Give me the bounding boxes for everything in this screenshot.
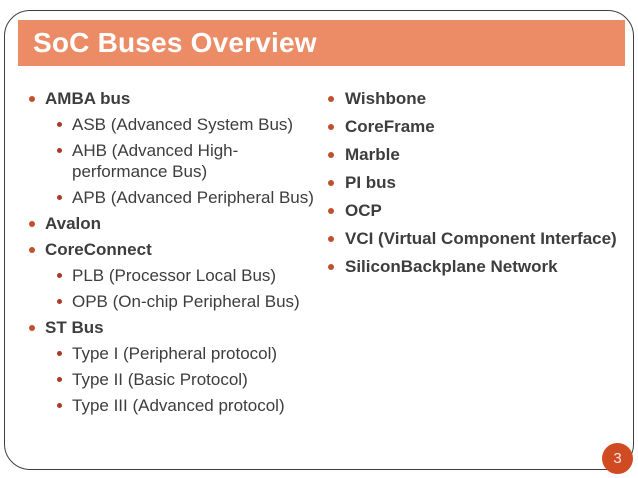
list-item-avalon: Avalon xyxy=(28,213,330,234)
bullet-icon xyxy=(57,299,62,304)
bullet-list-left: AMBA bus ASB (Advanced System Bus) AHB (… xyxy=(28,88,330,421)
item-label: CoreConnect xyxy=(45,240,152,259)
item-label: VCI (Virtual Component Interface) xyxy=(345,229,617,248)
item-label: ST Bus xyxy=(45,318,104,337)
list-item-ahb: AHB (Advanced High- performance Bus) xyxy=(55,140,330,182)
item-label: OPB (On-chip Peripheral Bus) xyxy=(72,292,300,311)
list-item-amba-bus: AMBA bus xyxy=(28,88,330,109)
item-label: Marble xyxy=(345,145,400,164)
bullet-icon xyxy=(57,148,62,153)
list-item-coreconnect: CoreConnect xyxy=(28,239,330,260)
list-item-marble: Marble xyxy=(325,144,635,165)
list-item-opb: OPB (On-chip Peripheral Bus) xyxy=(55,291,330,312)
item-label: PI bus xyxy=(345,173,397,192)
list-item-siliconbackplane: SiliconBackplane Network xyxy=(325,256,635,277)
list-item-pi-bus: PI bus xyxy=(325,172,635,193)
page-title: SoC Buses Overview xyxy=(33,27,317,58)
item-label: Type II (Basic Protocol) xyxy=(72,370,248,389)
item-label: Type I (Peripheral protocol) xyxy=(72,344,278,363)
list-item-ocp: OCP xyxy=(325,200,635,221)
list-item-asb: ASB (Advanced System Bus) xyxy=(55,114,330,135)
item-label: APB (Advanced Peripheral Bus) xyxy=(72,188,314,207)
bullet-icon xyxy=(57,377,62,382)
item-label: AMBA bus xyxy=(45,89,131,108)
bullet-icon xyxy=(328,263,334,270)
list-item-st-bus: ST Bus xyxy=(28,317,330,338)
bullet-icon xyxy=(57,403,62,408)
page-number: 3 xyxy=(613,450,622,467)
bullet-icon xyxy=(57,351,62,356)
page-number-badge: 3 xyxy=(602,443,633,474)
item-label: PLB (Processor Local Bus) xyxy=(72,266,277,285)
list-item-vci: VCI (Virtual Component Interface) xyxy=(325,228,635,249)
list-item-wishbone: Wishbone xyxy=(325,88,635,109)
bullet-list-right: Wishbone CoreFrame Marble PI bus OCP VCI… xyxy=(325,88,635,284)
bullet-icon xyxy=(57,195,62,200)
list-item-type-iii: Type III (Advanced protocol) xyxy=(55,395,330,416)
bullet-icon xyxy=(328,179,334,186)
bullet-icon xyxy=(328,235,334,242)
item-label: ASB (Advanced System Bus) xyxy=(72,115,294,134)
item-label: CoreFrame xyxy=(345,117,435,136)
title-bar: SoC Buses Overview xyxy=(18,20,625,66)
bullet-icon xyxy=(328,123,334,130)
item-label: OCP xyxy=(345,201,382,220)
list-item-type-i: Type I (Peripheral protocol) xyxy=(55,343,330,364)
list-item-type-ii: Type II (Basic Protocol) xyxy=(55,369,330,390)
bullet-icon xyxy=(29,246,35,253)
list-item-plb: PLB (Processor Local Bus) xyxy=(55,265,330,286)
bullet-icon xyxy=(328,95,334,102)
item-label: Wishbone xyxy=(345,89,427,108)
bullet-icon xyxy=(29,324,35,331)
bullet-icon xyxy=(29,220,35,227)
list-item-apb: APB (Advanced Peripheral Bus) xyxy=(55,187,330,208)
slide-border xyxy=(4,10,634,470)
item-label: Avalon xyxy=(45,214,102,233)
bullet-icon xyxy=(328,207,334,214)
item-label: Type III (Advanced protocol) xyxy=(72,396,285,415)
list-item-coreframe: CoreFrame xyxy=(325,116,635,137)
bullet-icon xyxy=(57,273,62,278)
bullet-icon xyxy=(29,95,35,102)
bullet-icon xyxy=(57,122,62,127)
item-label: AHB (Advanced High- performance Bus) xyxy=(72,141,239,181)
bullet-icon xyxy=(328,151,334,158)
item-label: SiliconBackplane Network xyxy=(345,257,558,276)
